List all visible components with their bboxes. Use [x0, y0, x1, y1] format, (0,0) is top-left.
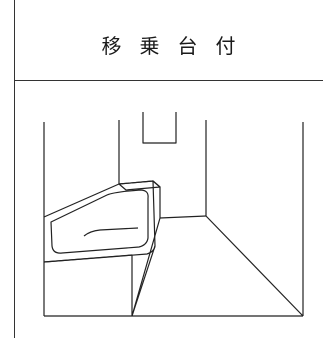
bathtub-front-face [43, 254, 133, 316]
wall-cabinet-shape [142, 112, 177, 144]
bathroom-illustration [43, 112, 304, 317]
bathtub-inner-floor [83, 227, 139, 237]
floor-back-edge-line [159, 215, 207, 219]
platform-front-edge [131, 245, 156, 317]
bathtub-inner-basin [50, 189, 149, 254]
floor-right-diagonal-line [205, 215, 304, 317]
platform-side-face [131, 180, 161, 317]
panel-title: 移乗台付 [101, 34, 254, 58]
